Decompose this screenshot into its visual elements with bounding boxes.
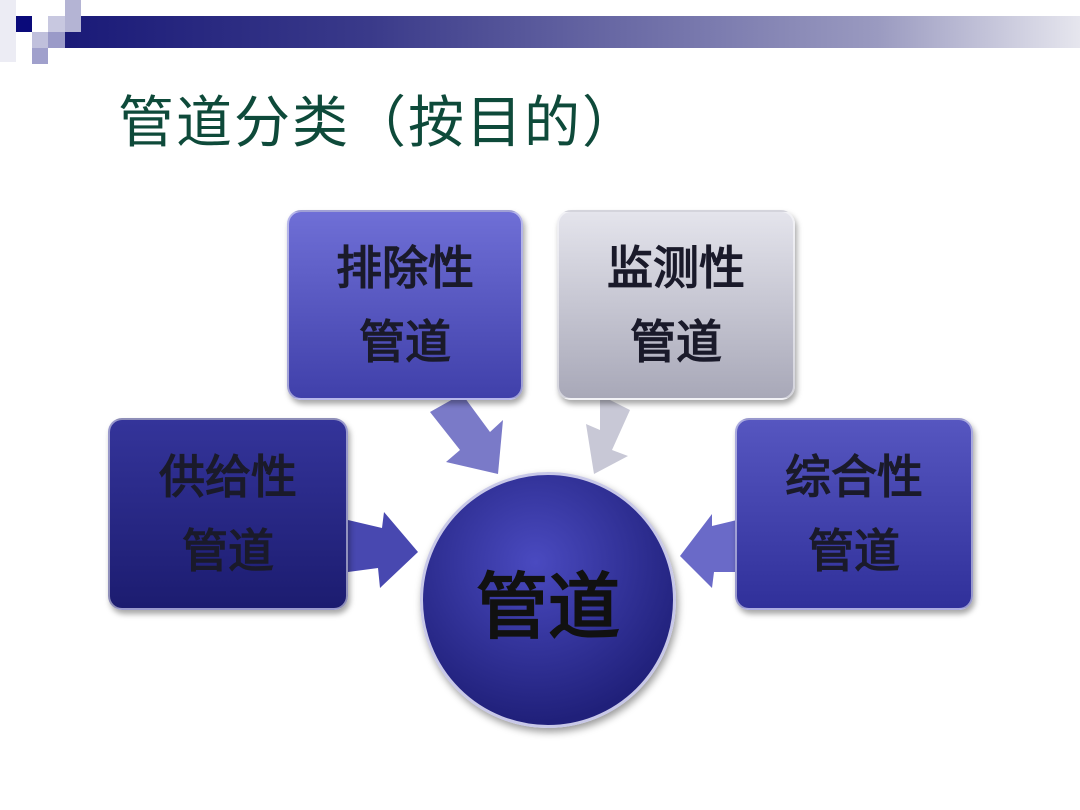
- node-comprehensive: 综合性管道: [735, 418, 973, 610]
- deco-square: [0, 0, 16, 62]
- node-supply: 供给性管道: [108, 418, 348, 610]
- arrow-exclusion: [430, 394, 503, 474]
- arrow-supply: [348, 512, 418, 588]
- deco-square: [32, 32, 48, 48]
- node-exclusion: 排除性管道: [287, 210, 523, 400]
- node-label: 综合性: [785, 450, 923, 504]
- deco-square: [32, 48, 48, 64]
- node-label: 管道: [808, 524, 900, 578]
- arrow-monitoring: [586, 395, 630, 474]
- header-bar: [65, 16, 1080, 48]
- node-label: 管道: [182, 524, 274, 578]
- deco-square: [16, 16, 32, 32]
- node-label: 管道: [630, 315, 722, 369]
- deco-square: [65, 0, 81, 32]
- node-label: 监测性: [607, 241, 745, 295]
- slide-title: 管道分类（按目的）: [118, 91, 640, 156]
- node-monitoring: 监测性管道: [557, 210, 795, 400]
- node-label: 管道: [359, 315, 451, 369]
- deco-square: [48, 32, 65, 48]
- center-label: 管道: [475, 564, 620, 649]
- node-label: 排除性: [336, 241, 474, 295]
- center-node: 管道: [420, 472, 676, 728]
- arrow-comprehensive: [680, 514, 737, 588]
- node-label: 供给性: [159, 450, 297, 504]
